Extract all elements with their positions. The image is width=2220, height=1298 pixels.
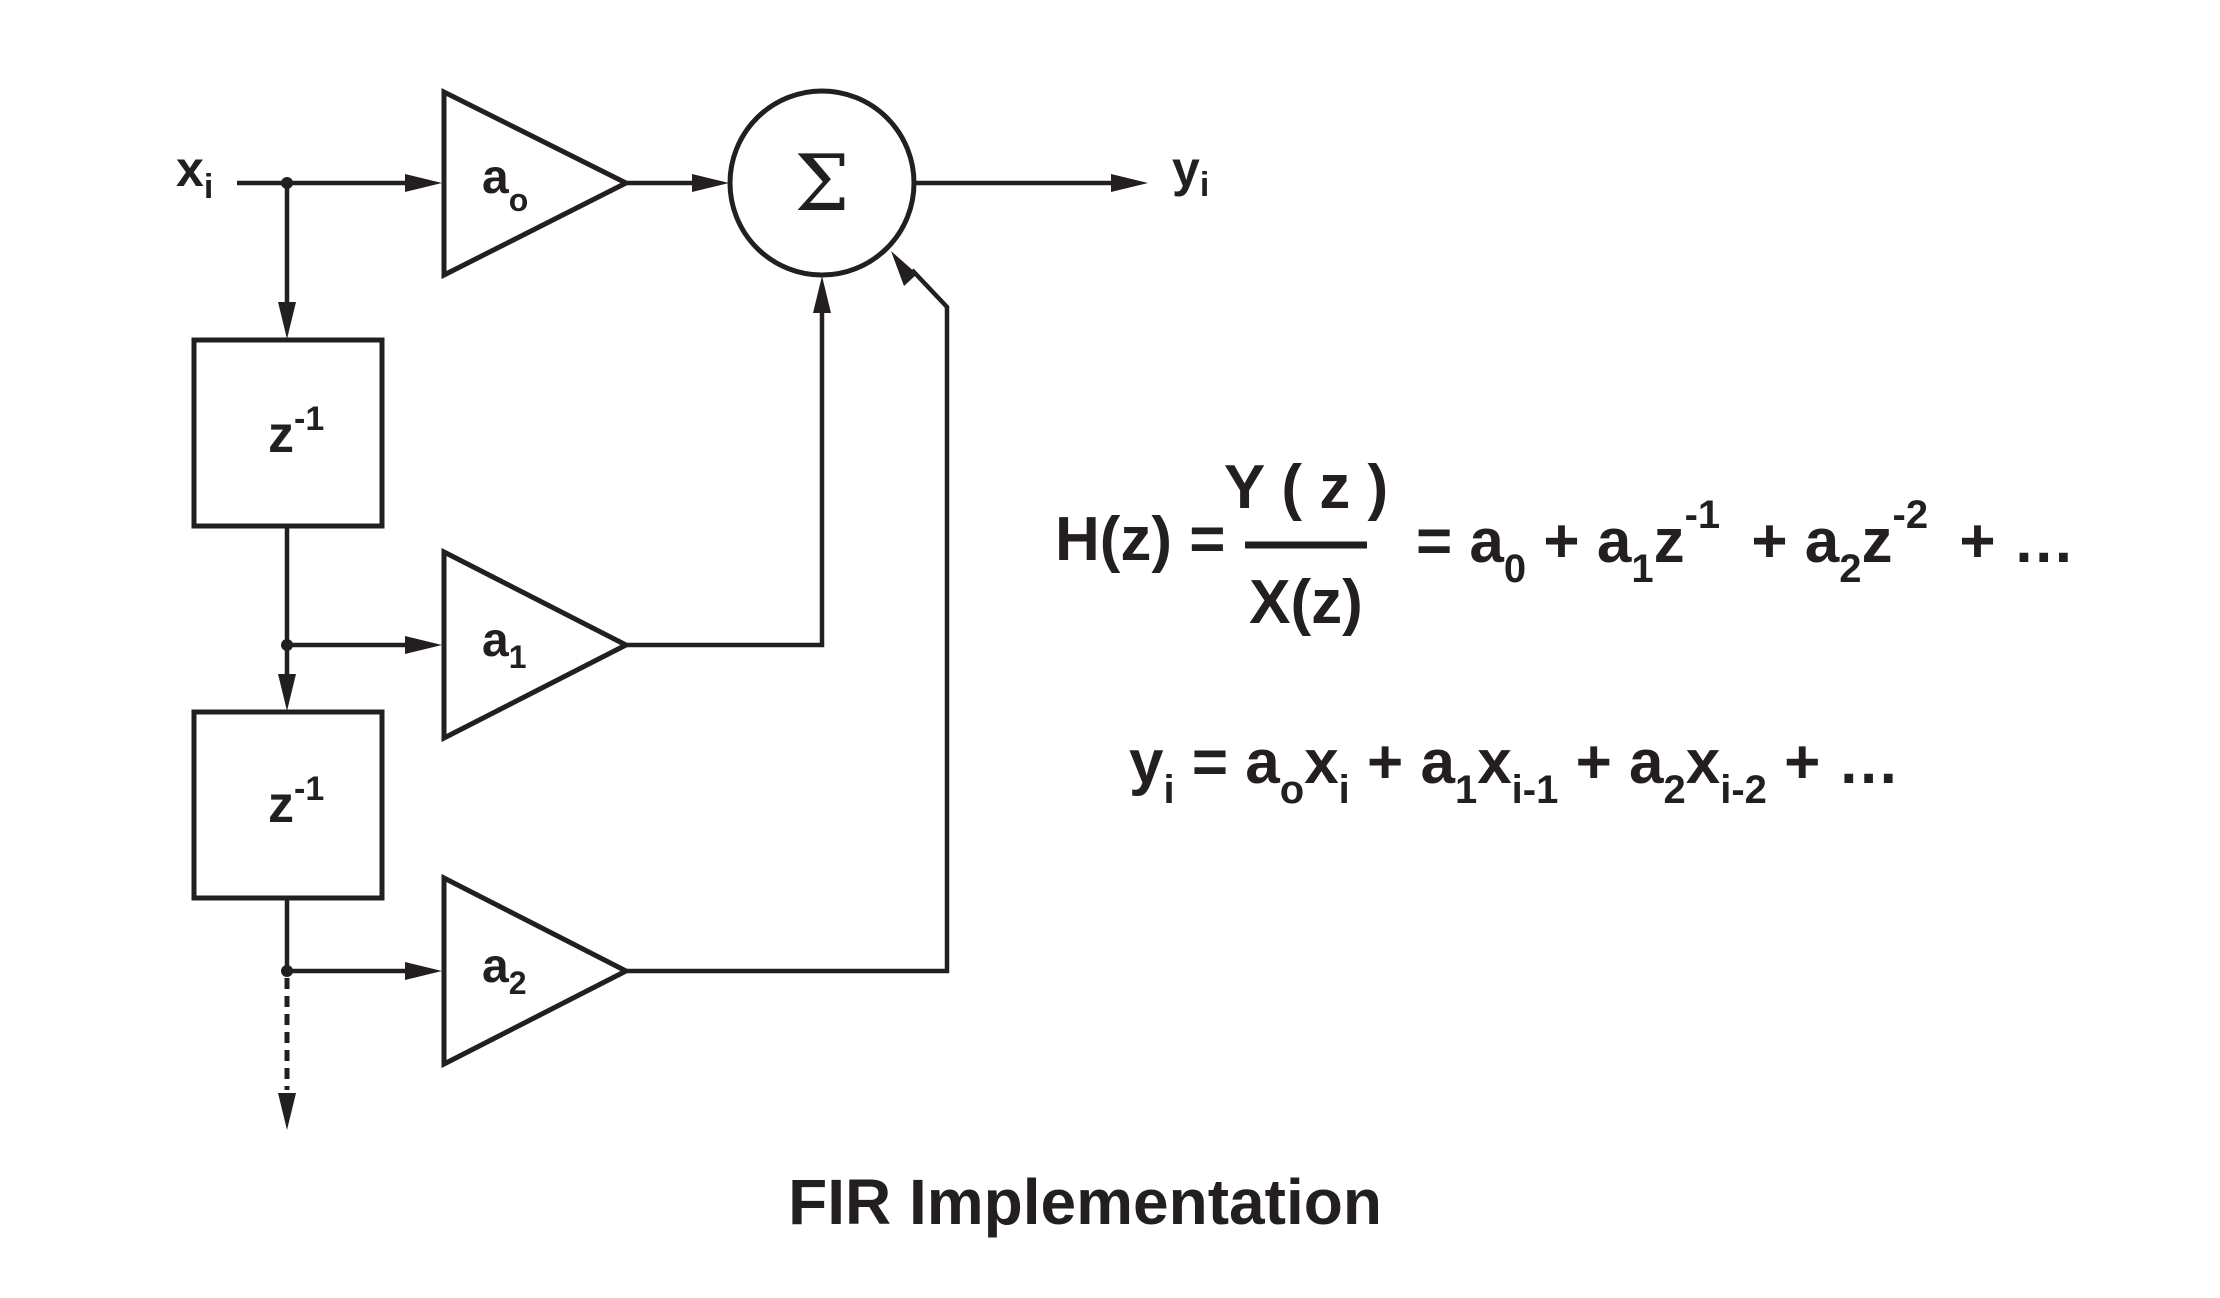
diff-sub-a1: 1 — [1455, 768, 1477, 812]
rhs-sub-1: 1 — [1631, 547, 1653, 591]
arrowhead-to-output — [1111, 174, 1148, 192]
diff-term-x2: x — [1686, 728, 1721, 797]
arrowhead-to-delay-1 — [278, 302, 296, 339]
arrowhead-to-summer-left — [692, 174, 729, 192]
gain-a1-triangle — [441, 547, 632, 743]
arrowhead-to-a2 — [405, 962, 442, 980]
rhs-sup-2: -2 — [1893, 493, 1929, 537]
diff-sub-a0: o — [1280, 768, 1304, 812]
rhs-term-a2: + a — [1734, 507, 1840, 576]
diff-term-ellipsis: + … — [1767, 728, 1900, 797]
gain-a1-label: a1 — [482, 614, 527, 675]
arrowhead-to-summer-diagonal — [891, 251, 917, 286]
delay-1-label: z-1 — [268, 400, 324, 464]
delay-1-base: z — [268, 406, 294, 464]
transfer-function-denominator: X(z) — [1249, 568, 1363, 637]
arrowhead-continuation — [278, 1093, 296, 1130]
output-subscript: i — [1200, 166, 1209, 204]
arrowhead-to-summer-bottom — [813, 276, 831, 313]
input-signal-label: xi — [176, 141, 213, 206]
diff-sub-x2: i-2 — [1720, 768, 1767, 812]
transfer-function-rhs: = a0 + a1z-1 + a2z-2 + … — [1416, 493, 2075, 591]
rhs-sup-1: -1 — [1685, 493, 1721, 537]
rhs-sub-0: 0 — [1504, 547, 1526, 591]
difference-equation: yi = aoxi + a1xi-1 + a2xi-2 + … — [1129, 728, 1900, 812]
diff-term-x: x — [1304, 728, 1339, 797]
diff-term-a1: + a — [1350, 728, 1456, 797]
delay-1-superscript: -1 — [294, 400, 324, 438]
gain-a0-label: ao — [482, 151, 528, 218]
summer-sigma-icon: Σ — [794, 139, 849, 229]
diff-term-y: y — [1129, 728, 1164, 797]
output-signal-label: yi — [1172, 141, 1209, 204]
gain-a2-base: a — [482, 940, 509, 993]
gain-a0-triangle — [441, 87, 632, 280]
rhs-term-ellipsis: + … — [1942, 507, 2075, 576]
transfer-function-numerator: Y ( z ) — [1224, 453, 1388, 522]
diff-term-a2: + a — [1558, 728, 1664, 797]
arrowhead-to-delay-2 — [278, 674, 296, 711]
rhs-term-a0: = a — [1416, 507, 1504, 576]
diff-sub-x1: i-1 — [1512, 768, 1559, 812]
gain-a0-base: a — [482, 151, 509, 204]
diff-sub-a2: 2 — [1664, 768, 1686, 812]
transfer-function-lhs: H(z) = — [1055, 505, 1226, 574]
diff-term-a0: = a — [1175, 728, 1281, 797]
gain-a2-triangle — [441, 873, 632, 1069]
gain-a2-subscript: 2 — [509, 965, 527, 1001]
rhs-term-a1: + a — [1526, 507, 1632, 576]
delay-2-superscript: -1 — [294, 770, 324, 808]
delay-2-label: z-1 — [268, 770, 324, 834]
a2-to-summer-wire — [626, 268, 950, 974]
gain-a2-label: a2 — [482, 940, 527, 1001]
gain-a1-subscript: 1 — [509, 639, 527, 675]
input-subscript: i — [204, 168, 213, 206]
diff-sub-y: i — [1163, 768, 1174, 812]
rhs-sub-2: 2 — [1839, 547, 1861, 591]
a1-to-summer-wire — [626, 298, 825, 648]
diff-sub-x: i — [1339, 768, 1350, 812]
diff-term-x1: x — [1477, 728, 1512, 797]
arrowhead-to-a1 — [405, 636, 442, 654]
rhs-term-z1: z — [1654, 507, 1685, 576]
input-base: x — [176, 141, 204, 197]
rhs-term-z2: z — [1862, 507, 1893, 576]
delay-block-2 — [191, 709, 385, 901]
figure-title: FIR Implementation — [788, 1166, 1382, 1238]
output-base: y — [1172, 141, 1200, 197]
gain-a1-base: a — [482, 614, 509, 667]
arrowhead-to-a0 — [405, 174, 442, 192]
gain-a0-subscript: o — [509, 182, 529, 218]
delay-2-base: z — [268, 776, 294, 834]
